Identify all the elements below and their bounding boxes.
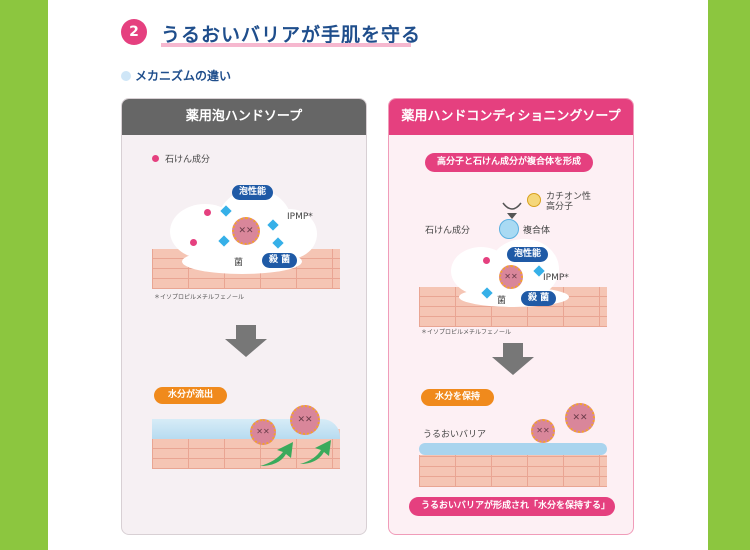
green-arrow-icon (260, 440, 331, 466)
right-foam-tag: 泡性能 (507, 247, 549, 262)
right-panel: 薬用ハンドコンディショニングソープ 高分子と石けん成分が複合体を形成 カチオン性… (388, 98, 634, 535)
soap-component-icon (190, 239, 197, 246)
germ-icon: ✕✕ (290, 405, 320, 435)
left-legend: 石けん成分 (165, 155, 211, 165)
germ-icon: ✕✕ (232, 217, 260, 245)
left-panel-header: 薬用泡ハンドソープ (122, 99, 366, 135)
complex-label: 複合体 (523, 226, 551, 236)
soap-component-icon (204, 209, 211, 216)
left-ipmp-label: IPMP* (287, 212, 313, 222)
cation-polymer-icon (527, 193, 541, 207)
germ-icon: ✕✕ (565, 403, 595, 433)
left-panel: 薬用泡ハンドソープ 石けん成分 泡性能 IPMP* ✕✕ 菌 殺 菌 ＊イソプロ… (121, 98, 367, 535)
barrier-label: うるおいバリア (423, 430, 487, 440)
right-result-tag: 水分を保持 (421, 389, 495, 406)
right-bottom-tag: うるおいバリアが形成され「水分を保持する」 (409, 497, 615, 516)
right-skin-bricks-bottom (419, 455, 607, 487)
germ-icon: ✕✕ (250, 419, 276, 445)
cation-label: カチオン性 高分子 (546, 192, 592, 212)
germ-icon: ✕✕ (531, 419, 555, 443)
merge-arrow-icon (502, 202, 522, 219)
right-footnote: ＊イソプロピルメチルフェノール (421, 329, 512, 336)
bullet-icon (121, 71, 131, 81)
left-sterilize-tag: 殺 菌 (262, 253, 298, 268)
subheading-text: メカニズムの違い (135, 69, 232, 83)
section-title: うるおいバリアが手肌を守る (161, 24, 422, 46)
left-foam-tag: 泡性能 (232, 185, 274, 200)
right-top-tag: 高分子と石けん成分が複合体を形成 (425, 153, 594, 172)
soap-component-icon (483, 257, 490, 264)
right-germ-label: 菌 (497, 296, 507, 306)
subheading: メカニズムの違い (121, 67, 231, 84)
section-number-badge: 2 (121, 19, 147, 45)
down-arrow-icon (492, 343, 534, 375)
down-arrow-icon (225, 325, 267, 357)
left-germ-label: 菌 (234, 258, 244, 268)
complex-icon (499, 219, 519, 239)
right-ipmp-label: IPMP* (543, 273, 569, 283)
germ-icon: ✕✕ (499, 265, 523, 289)
left-result-tag: 水分が流出 (154, 387, 228, 404)
left-footnote: ＊イソプロピルメチルフェノール (154, 294, 245, 301)
soap-label: 石けん成分 (425, 226, 471, 236)
moisture-barrier (419, 443, 607, 455)
title-underline (161, 43, 411, 47)
right-panel-header: 薬用ハンドコンディショニングソープ (389, 99, 633, 135)
right-sterilize-tag: 殺 菌 (521, 291, 557, 306)
soap-component-icon (152, 155, 159, 162)
